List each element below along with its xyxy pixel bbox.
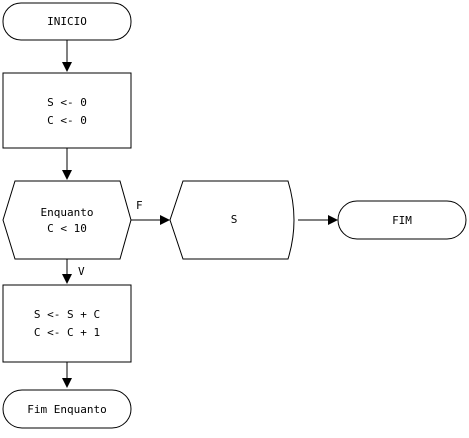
output-label: S (231, 213, 238, 226)
output-display: S (169, 180, 295, 260)
body-line-1: S <- S + C (34, 308, 100, 321)
end-terminal: FIM (337, 200, 467, 240)
start-terminal: INICIO (2, 2, 132, 41)
false-branch-label: F (136, 199, 143, 212)
connector-init-loop (62, 148, 72, 180)
connector-start-init (62, 40, 72, 72)
loop-end-terminal: Fim Enquanto (2, 389, 132, 429)
connector-loop-output: F (131, 199, 170, 225)
body-line-2: C <- C + 1 (34, 326, 100, 339)
init-process: S <- 0 C <- 0 (2, 72, 132, 149)
loop-line-2: C < 10 (47, 222, 87, 235)
loop-end-label: Fim Enquanto (27, 403, 106, 416)
body-process: S <- S + C C <- C + 1 (2, 284, 132, 363)
init-line-1: S <- 0 (47, 96, 87, 109)
loop-condition: Enquanto C < 10 (2, 180, 132, 260)
connector-loop-body: V (62, 259, 85, 284)
end-label: FIM (392, 214, 412, 227)
init-line-2: C <- 0 (47, 114, 87, 127)
true-branch-label: V (78, 265, 85, 278)
connector-output-end (298, 215, 338, 225)
loop-line-1: Enquanto (41, 206, 94, 219)
start-label: INICIO (47, 15, 87, 28)
connector-body-loop-end (62, 362, 72, 388)
